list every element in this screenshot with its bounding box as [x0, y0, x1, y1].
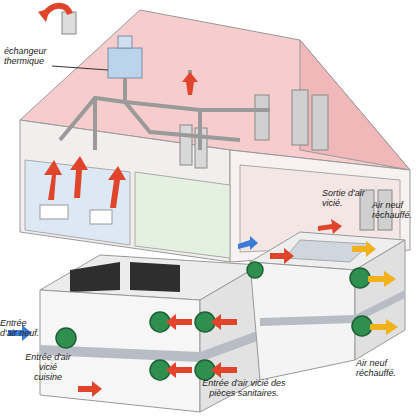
arrow — [368, 271, 396, 287]
fan-opening — [130, 262, 180, 292]
roof-gable — [300, 40, 410, 170]
exhaust-arrow-head — [38, 8, 50, 22]
callout-label: Entrée d'air vicié cuisine — [24, 352, 72, 382]
arrow — [166, 362, 192, 378]
callout-label: Air neuf réchauffé. — [372, 200, 416, 220]
arrow — [166, 314, 192, 330]
stale-air-arrows — [44, 72, 198, 208]
duct — [93, 98, 97, 150]
window-shutter — [255, 95, 269, 140]
warm-air-arrows — [352, 241, 398, 335]
callout-label: échangeur thermique — [4, 46, 56, 66]
window-shutter — [292, 90, 308, 145]
arrow — [352, 241, 376, 257]
bathtub — [40, 205, 68, 219]
arrow — [370, 319, 398, 335]
arrow — [211, 362, 237, 378]
duct — [60, 98, 125, 140]
callout-label: Entrée d'air vicié des pièces sanitaires… — [196, 378, 292, 398]
fresh-air-arrow — [238, 236, 258, 250]
arrow — [44, 160, 62, 200]
spigot — [352, 316, 372, 336]
duct — [198, 110, 202, 150]
spigot — [350, 268, 370, 288]
duct-spigots — [56, 262, 372, 380]
spigot — [247, 262, 263, 278]
leader-line — [52, 66, 108, 70]
chimney — [62, 12, 76, 34]
duct — [125, 102, 240, 140]
arrow — [108, 166, 126, 208]
bathtub — [90, 210, 112, 224]
heat-exchanger — [108, 48, 142, 78]
arrow — [318, 219, 342, 234]
arrow — [270, 248, 294, 264]
stale-air-arrows — [78, 219, 342, 397]
arrow — [211, 314, 237, 330]
spigot — [56, 328, 76, 348]
arrow — [182, 72, 198, 95]
arrow — [78, 381, 102, 397]
window-shutter — [180, 125, 192, 165]
duct — [125, 78, 270, 110]
window-shutter — [312, 95, 328, 150]
heat-exchanger — [118, 36, 132, 48]
arrow — [70, 156, 88, 198]
callout-label: Entrée d'air neuf. — [0, 318, 42, 338]
callout-label: Sortie d'air vicié. — [322, 188, 372, 208]
duct-network — [60, 70, 270, 150]
fan-opening — [70, 262, 120, 292]
callout-label: Air neuf réchauffé. — [356, 358, 404, 378]
kitchen-room — [135, 172, 230, 258]
unit-band — [260, 290, 405, 326]
